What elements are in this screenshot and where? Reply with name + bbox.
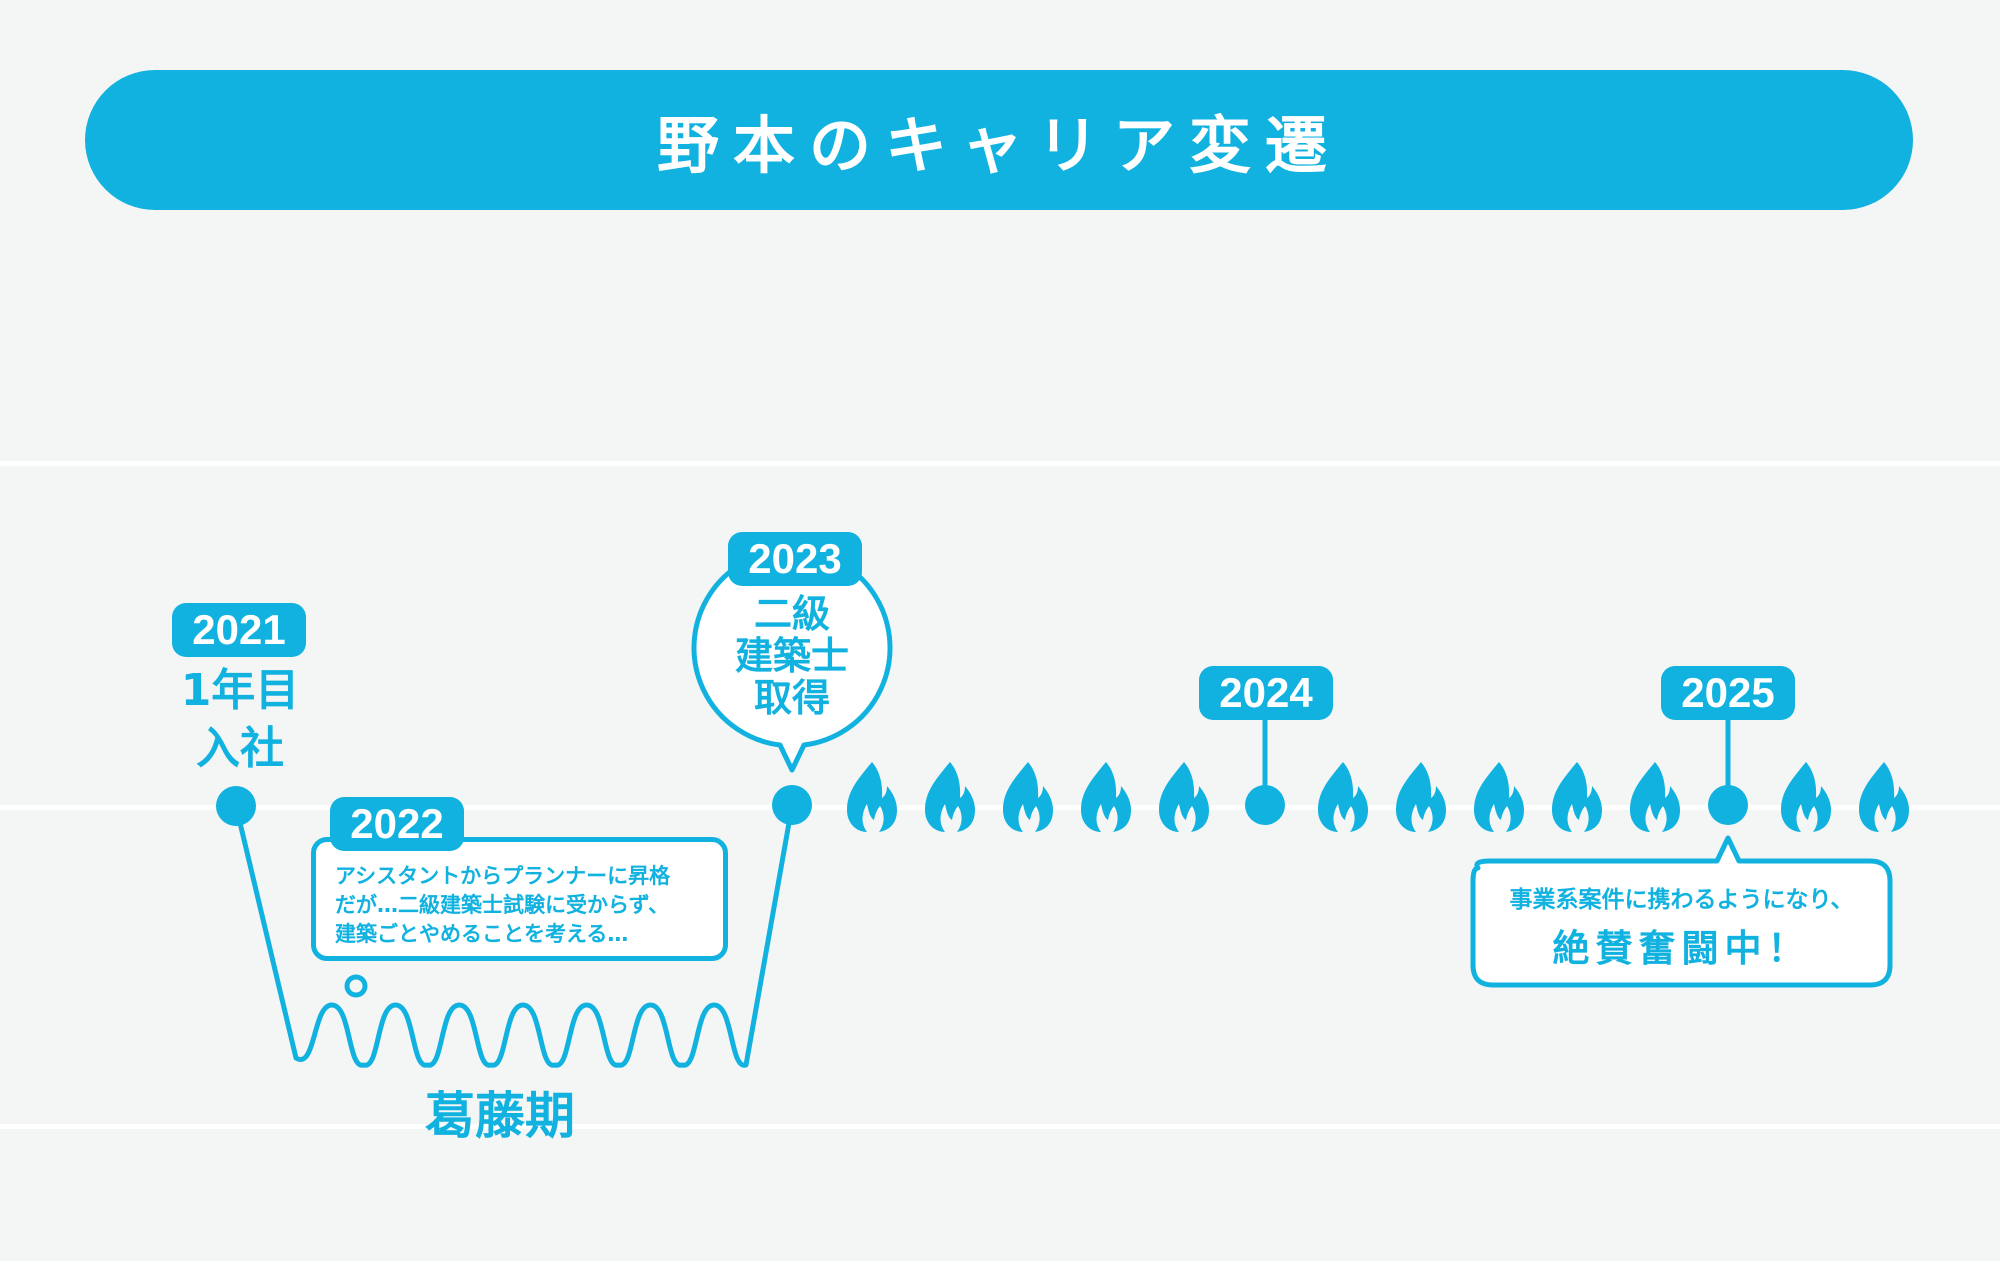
2023-text-line: 取得	[753, 676, 830, 720]
flame-icon	[1318, 762, 1368, 832]
2022-note-line: だが…二級建築士試験に受からず、	[335, 893, 670, 917]
flame-icon	[1159, 762, 1209, 832]
title-banner: 野本のキャリア変遷	[85, 70, 1913, 210]
2023-bubble-text: 二級 建築士 取得	[712, 593, 872, 719]
2021-label-line: 入社	[196, 723, 284, 774]
2022-note-box: アシスタントからプランナーに昇格 だが…二級建築士試験に受からず、 建築ごとやめ…	[311, 837, 728, 961]
year-badge-2021: 2021	[172, 603, 306, 657]
2022-note-line: 建築ごとやめることを考える…	[335, 922, 629, 946]
flame-icon	[1630, 762, 1680, 832]
2025-text-line: 事業系案件に携わるようになり、	[1509, 887, 1854, 913]
year-badge-2022: 2022	[330, 797, 464, 851]
flame-icon	[1859, 762, 1909, 832]
struggle-label: 葛藤期	[425, 1087, 575, 1145]
flame-icon	[1552, 762, 1602, 832]
2025-bubble-text: 事業系案件に携わるようになり、 絶賛奮闘中！	[1473, 880, 1890, 972]
flame-icon	[1003, 762, 1053, 832]
2024-dot	[1245, 785, 1285, 825]
flame-icon	[1081, 762, 1131, 832]
2023-text-line: 二級	[753, 592, 830, 636]
flame-icon	[1396, 762, 1446, 832]
2023-dot	[772, 785, 812, 825]
flame-icon	[847, 762, 897, 832]
flame-icon	[1474, 762, 1524, 832]
small-circle	[344, 974, 368, 998]
2025-text-headline: 絶賛奮闘中！	[1552, 927, 1811, 970]
timeline-axis	[0, 805, 2000, 810]
2023-text-line: 建築士	[734, 634, 849, 678]
2021-label-line: 1年目	[180, 665, 300, 716]
flame-icon	[1781, 762, 1831, 832]
2025-dot	[1708, 785, 1748, 825]
2021-dot	[216, 786, 256, 826]
struggle-wave-line	[233, 805, 795, 1068]
year-badge-2024: 2024	[1199, 666, 1333, 720]
divider-line	[0, 1124, 2000, 1129]
divider-line	[0, 461, 2000, 466]
flame-icon	[925, 762, 975, 832]
year-badge-2023: 2023	[728, 532, 862, 586]
2022-note-line: アシスタントからプランナーに昇格	[335, 864, 671, 888]
year-badge-2025: 2025	[1661, 666, 1795, 720]
2021-label: 1年目 入社	[150, 662, 330, 778]
page-title: 野本のキャリア変遷	[656, 109, 1341, 182]
